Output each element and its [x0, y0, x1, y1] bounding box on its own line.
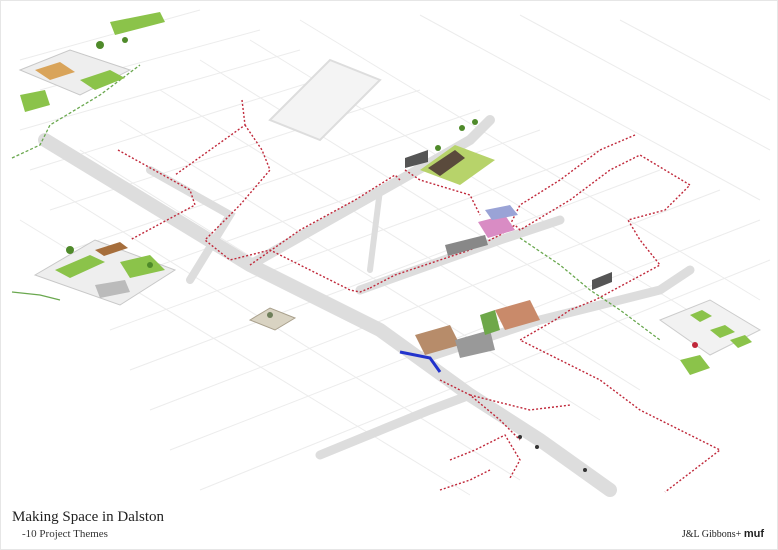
road-north-spur: [367, 187, 383, 273]
road-south-west: [315, 390, 475, 460]
project-billboard: [592, 272, 612, 290]
project-east-gardens: [658, 299, 762, 375]
project-colourful-facade: [445, 205, 518, 256]
red-routes: [117, 99, 722, 493]
credit-primary: J&L Gibbons+: [681, 529, 742, 540]
project-church-garden: [405, 119, 495, 185]
credit: J&L Gibbons+ muf: [682, 528, 764, 540]
project-small-square: [248, 307, 297, 331]
highlighted-street: [399, 350, 442, 373]
project-north-west: [18, 12, 165, 112]
page-subtitle: -10 Project Themes: [22, 528, 108, 540]
cross-road-east: [355, 215, 565, 295]
project-central: [415, 300, 540, 358]
page-title: Making Space in Dalston: [12, 509, 165, 525]
credit-secondary: muf: [743, 528, 764, 540]
project-west: [33, 239, 177, 306]
road-centre-large: [268, 58, 382, 142]
green-routes: [11, 64, 661, 341]
project-south-street: [518, 435, 587, 472]
